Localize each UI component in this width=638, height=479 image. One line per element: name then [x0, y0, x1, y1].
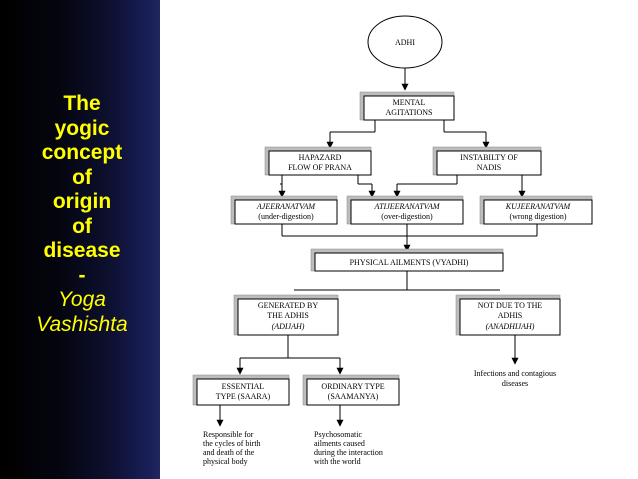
node-instability-label: NADIS — [477, 163, 501, 172]
node-not-due-label: (ANADHIJAH) — [486, 322, 535, 331]
sidebar-gradient-band — [0, 0, 160, 479]
node-mental-label: MENTAL — [393, 98, 426, 107]
node-instability-label: INSTABILTY OF — [460, 153, 518, 162]
responsible-note: Responsible for — [203, 430, 254, 439]
node-ajeeranatvam-label: AJEERANATVAM — [256, 202, 317, 211]
subtitle-line: Vashishta — [36, 312, 128, 336]
node-adhi-label: ADHI — [395, 38, 415, 47]
node-instability-of-nadis: INSTABILTY OF NADIS — [432, 146, 542, 176]
subtitle-line: Yoga — [58, 288, 106, 311]
node-essential-type: ESSENTIAL TYPE (SAARA) — [192, 374, 290, 406]
psychosomatic-note: Psychosomatic — [314, 430, 362, 439]
node-hapazard-label: FLOW OF PRANA — [288, 163, 352, 172]
node-generated-label: GENERATED BY — [258, 301, 318, 310]
node-hapazard-flow-of-prana: HAPAZARD FLOW OF PRANA — [264, 146, 372, 176]
node-hapazard-label: HAPAZARD — [299, 153, 342, 162]
node-atijeeranatvam: ATIJEERANATVAM (over-digestion) — [346, 195, 464, 225]
node-kujeeranatvam: KUJEERANATVAM (wrong digestion) — [479, 195, 593, 225]
node-generated-label: (ADIJAH) — [272, 322, 305, 331]
title-line: origin — [52, 190, 112, 213]
title-line: of — [72, 214, 92, 238]
node-physical-ailments: PHYSICAL AILMENTS (VYADHI) — [310, 248, 504, 272]
title-line: The — [63, 92, 101, 115]
psychosomatic-note: ailments caused — [314, 439, 365, 448]
node-mental-label: AGITATIONS — [386, 108, 433, 117]
node-ajeeranatvam: AJEERANATVAM (under-digestion) — [230, 195, 338, 225]
psychosomatic-note: with the world — [314, 457, 361, 466]
node-not-due-label: ADHIS — [498, 311, 522, 320]
node-kujeeranatvam-label: KUJEERANATVAM — [505, 202, 572, 211]
node-atijeeranatvam-label: ATIJEERANATVAM — [373, 202, 440, 211]
node-not-due-to-adhis: NOT DUE TO THE ADHIS (ANADHIJAH) — [455, 294, 561, 336]
node-atijeeranatvam-sublabel: (over-digestion) — [381, 212, 433, 221]
title-line: yogic — [54, 116, 110, 140]
node-physical-label: PHYSICAL AILMENTS (VYADHI) — [350, 258, 469, 267]
responsible-note: physical body — [203, 457, 248, 466]
node-essential-label: ESSENTIAL — [222, 382, 265, 391]
title-line: concept — [41, 141, 123, 164]
node-kujeeranatvam-sublabel: (wrong digestion) — [509, 212, 566, 221]
node-not-due-label: NOT DUE TO THE — [478, 301, 543, 310]
responsible-note: the cycles of birth — [203, 439, 261, 448]
node-ajeeranatvam-sublabel: (under-digestion) — [258, 212, 314, 221]
infections-note: diseases — [502, 379, 528, 388]
infections-note: Infections and contagious — [474, 369, 556, 378]
node-ordinary-label: (SAAMANYA) — [328, 392, 379, 401]
node-essential-label: TYPE (SAARA) — [216, 392, 271, 401]
psychosomatic-note: during the interaction — [314, 448, 383, 457]
title-line: disease — [43, 239, 121, 262]
title-line: of — [72, 165, 92, 189]
node-mental-agitations: MENTAL AGITATIONS — [359, 91, 455, 121]
title-line: - — [78, 263, 86, 287]
node-ordinary-type: ORDINARY TYPE (SAAMANYA) — [302, 374, 400, 406]
slide-title: The yogic concept of origin of disease -… — [0, 92, 164, 337]
responsible-note: and death of the — [203, 448, 255, 457]
node-adhi: ADHI — [367, 15, 443, 69]
node-generated-label: THE ADHIS — [267, 311, 309, 320]
node-generated-by-adhis: GENERATED BY THE ADHIS (ADIJAH) — [233, 294, 339, 336]
node-ordinary-label: ORDINARY TYPE — [321, 382, 384, 391]
